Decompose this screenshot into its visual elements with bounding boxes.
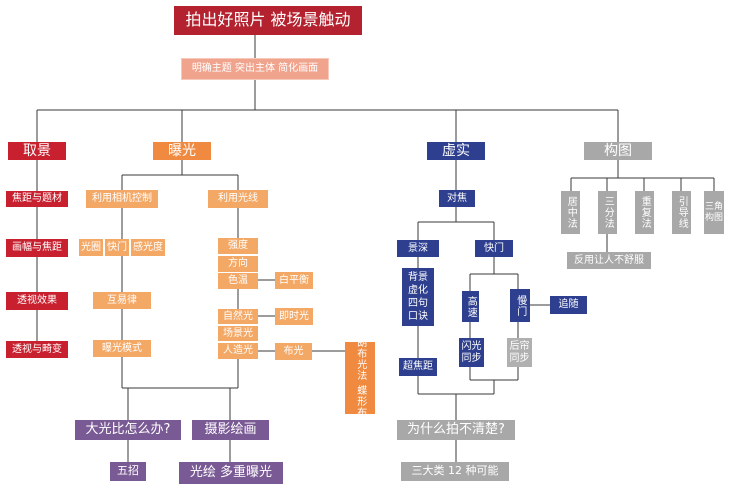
expose-iso: 感光度 — [131, 239, 165, 256]
take-item-4: 透视与畸变 — [6, 341, 68, 358]
real-follow: 追随 — [550, 296, 587, 314]
expose-reciprocity: 互易律 — [93, 292, 151, 309]
comp-leading-lines: 引导线 — [672, 191, 691, 234]
branch-real: 虚实 — [427, 142, 485, 160]
real-high-speed: 高速 — [462, 291, 479, 322]
light-artificial: 人造光 — [218, 343, 258, 359]
expose-mode: 曝光模式 — [93, 340, 151, 357]
branch-comp: 构图 — [584, 142, 652, 160]
comp-center: 居中法 — [561, 191, 580, 234]
answer-five-moves: 五招 — [110, 462, 146, 481]
subtitle-box: 明确主题 突出主体 简化画面 — [181, 58, 329, 80]
real-flash-sync-text: 闪光同步 — [461, 340, 482, 364]
light-methods: 伦勃朗布光法 蝶形布光法 — [345, 315, 375, 441]
light-metering: 即时光 — [275, 308, 313, 325]
real-slow-shutter: 慢门 — [510, 289, 530, 322]
take-item-2: 画幅与焦距 — [6, 239, 68, 257]
light-intensity: 强度 — [218, 238, 258, 254]
light-layout: 布光 — [275, 343, 312, 360]
take-item-1: 焦距与题材 — [6, 191, 68, 207]
comp-thirds: 三分法 — [598, 191, 617, 234]
real-bokeh-text: 背景虚化四句口诀 — [408, 272, 428, 322]
comp-note: 反用让人不舒服 — [567, 252, 651, 269]
question-photo-paint: 摄影绘画 — [192, 420, 269, 440]
answer-paint-items: 光绘 多重曝光 — [179, 462, 283, 484]
real-shutter: 快门 — [475, 240, 513, 257]
question-contrast: 大光比怎么办? — [75, 420, 181, 440]
main-title: 拍出好照片 被场景触动 — [174, 6, 362, 35]
real-hyperfocal: 超焦距 — [399, 358, 437, 376]
branch-expose: 曝光 — [153, 142, 211, 160]
expose-camera-control: 利用相机控制 — [86, 190, 158, 208]
real-flash-sync: 闪光同步 — [459, 338, 484, 367]
comp-repeat: 重复法 — [635, 191, 654, 234]
answer-blur: 三大类 12 种可能 — [401, 462, 509, 481]
light-white-balance: 白平衡 — [275, 272, 313, 289]
real-bokeh: 背景虚化四句口诀 — [402, 268, 434, 326]
real-focus: 对焦 — [439, 190, 475, 207]
expose-shutter: 快门 — [105, 239, 129, 256]
real-rear-sync: 后帘同步 — [507, 338, 532, 367]
branch-take: 取景 — [8, 142, 66, 160]
light-direction: 方向 — [218, 256, 258, 272]
light-color-temp: 色温 — [218, 273, 258, 289]
comp-triangle-text: 三角构图 — [705, 201, 724, 223]
real-dof: 景深 — [397, 240, 439, 257]
expose-light: 利用光线 — [208, 190, 268, 208]
take-item-3: 透视效果 — [6, 292, 68, 310]
expose-aperture: 光圈 — [79, 239, 103, 256]
light-scene: 场景光 — [218, 326, 258, 341]
comp-triangle: 三角构图 — [704, 191, 724, 234]
question-blur: 为什么拍不清楚? — [397, 420, 515, 440]
real-rear-sync-text: 后帘同步 — [509, 340, 530, 364]
light-natural: 自然光 — [218, 309, 258, 324]
